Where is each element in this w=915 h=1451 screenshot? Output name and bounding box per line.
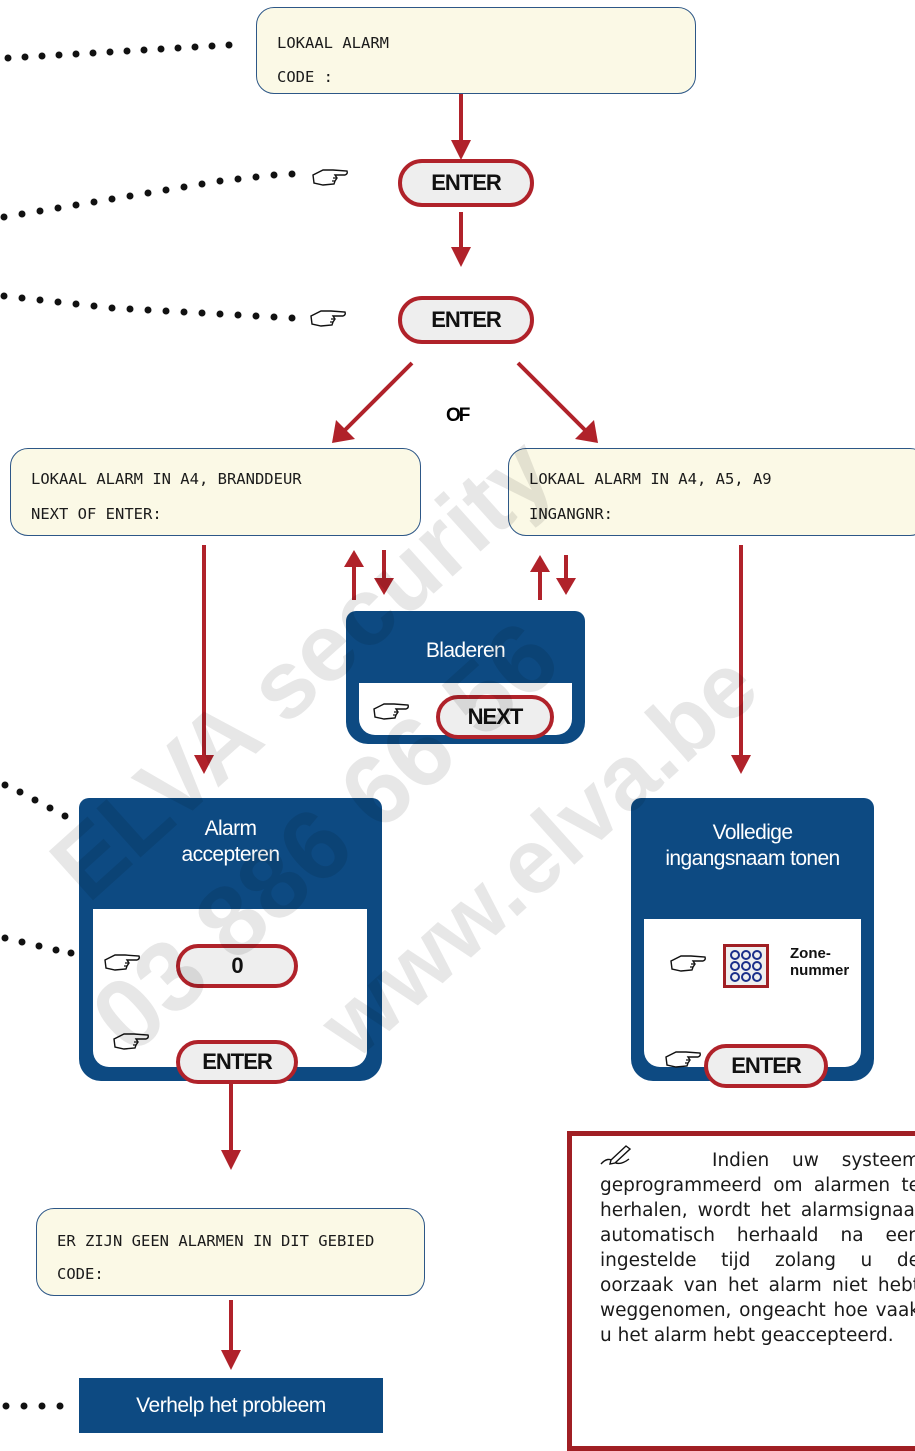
accept-alarm-panel: Alarm accepteren (79, 798, 382, 1081)
lcd-line-1: LOKAAL ALARM (277, 34, 389, 52)
enter-button[interactable]: ENTER (176, 1040, 298, 1084)
pointing-hand-icon (373, 703, 409, 720)
lcd-display-alarm-single: LOKAAL ALARM IN A4, BRANDDEUR NEXT OF EN… (10, 448, 421, 536)
pencil-writing-icon (600, 1145, 632, 1165)
lcd-line-1: LOKAAL ALARM IN A4, A5, A9 (529, 470, 772, 488)
enter-button[interactable]: ENTER (704, 1044, 828, 1088)
lcd-line-2: NEXT OF ENTER: (31, 505, 162, 523)
note-text: Indien uw systeem geprogrammeerd om alar… (600, 1150, 915, 1346)
panel-title-line-2: ingangsnaam tonen (665, 847, 840, 870)
lcd-line-2: CODE : (277, 68, 333, 86)
panel-title: Bladeren (425, 639, 506, 662)
lcd-line-2: CODE: (57, 1265, 104, 1283)
pointing-hand-icon (104, 954, 140, 971)
keypad-icon[interactable] (723, 944, 769, 988)
lcd-line-1: ER ZIJN GEEN ALARMEN IN DIT GEBIED (57, 1232, 375, 1250)
arrow-diag-left (340, 361, 414, 435)
panel-title-line-1: Alarm (204, 817, 257, 840)
pointing-hand-icon (312, 169, 348, 186)
arrow-diag-right (516, 361, 590, 435)
panel-title-line-2: accepteren (181, 843, 281, 866)
zone-number-label: Zone- nummer (790, 945, 850, 979)
pointing-hand-icon (310, 310, 346, 327)
zero-key-button[interactable]: 0 (176, 944, 298, 988)
pointing-hand-icon (665, 1051, 701, 1068)
next-button[interactable]: NEXT (436, 695, 554, 739)
enter-button[interactable]: ENTER (398, 296, 534, 344)
full-entry-name-panel: Volledige ingangsnaam tonen (631, 798, 874, 1081)
lcd-display-alarm-multiple: LOKAAL ALARM IN A4, A5, A9 INGANGNR: (508, 448, 915, 536)
final-step-box: Verhelp het probleem (79, 1378, 383, 1433)
lcd-line-2: INGANGNR: (529, 505, 613, 523)
lcd-display-no-alarms: ER ZIJN GEEN ALARMEN IN DIT GEBIED CODE: (36, 1208, 425, 1296)
enter-button[interactable]: ENTER (398, 159, 534, 207)
lcd-display-local-alarm: LOKAAL ALARM CODE : (256, 7, 696, 94)
pointing-hand-icon (670, 955, 706, 972)
pointing-hand-icon (113, 1033, 149, 1050)
note-box: Indien uw systeem geprogrammeerd om alar… (567, 1131, 915, 1451)
branch-label-or: OF (446, 405, 470, 426)
lcd-line-1: LOKAAL ALARM IN A4, BRANDDEUR (31, 470, 302, 488)
panel-title-line-1: Volledige (712, 821, 793, 844)
